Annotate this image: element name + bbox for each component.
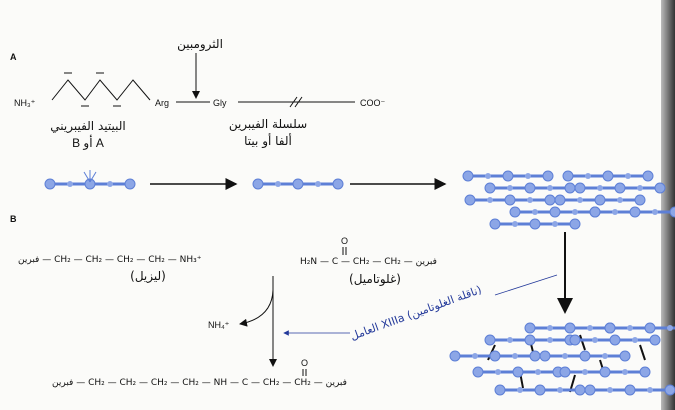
nh3-label: NH₃⁺ (14, 98, 36, 108)
factor-xiiia-label: العامل XIIIa (ناقلة الغلوتامين) (349, 283, 484, 343)
panel-a-label: A (10, 52, 17, 62)
nh4-label: NH₄⁺ (208, 320, 230, 330)
lysine-name: (ليزيل) (130, 269, 166, 284)
fibrinopeptide-zigzag (51, 79, 151, 101)
fibrinopeptide-label: البيتيد الفيبريني (50, 119, 125, 134)
glutamyl-chain: H₂N — C — CH₂ — CH₂ — فبرين (300, 257, 437, 267)
coo-label: COO⁻ (360, 98, 386, 108)
fibrin-monomer (251, 177, 345, 191)
product-carbonyl-o: O (301, 358, 308, 368)
fibrinopeptide-tufts (83, 170, 97, 183)
page-edge-shadow (661, 0, 675, 410)
nh4-release-arrow (239, 289, 274, 327)
thrombin-label: الثرومبين (177, 37, 223, 52)
glutamyl-carbonyl-o: O (341, 236, 348, 246)
panel-b-label: B (10, 214, 17, 224)
fibrin-chain-ab-label: ألفا أو بيتا (244, 133, 292, 149)
lysine-chain: فبرين — CH₂ — CH₂ — CH₂ — CH₂ — NH₃⁺ (18, 255, 202, 265)
crosslinked-fibrin-polymer (448, 321, 675, 397)
enzyme-pointer-line (494, 274, 558, 296)
glutamyl-name: (غلوتاميل) (349, 272, 401, 287)
fibrin-chain-label: سلسلة الفيبرين (229, 117, 307, 132)
fibrinopeptide-ab-label: B أو A (72, 135, 104, 150)
gly-label: Gly (213, 98, 227, 108)
arg-label: Arg (155, 98, 169, 108)
soft-fibrin-polymer (461, 169, 675, 231)
crosslink-product-chain: فبرين — CH₂ — CH₂ — CH₂ — CH₂ — NH — C —… (52, 378, 347, 388)
